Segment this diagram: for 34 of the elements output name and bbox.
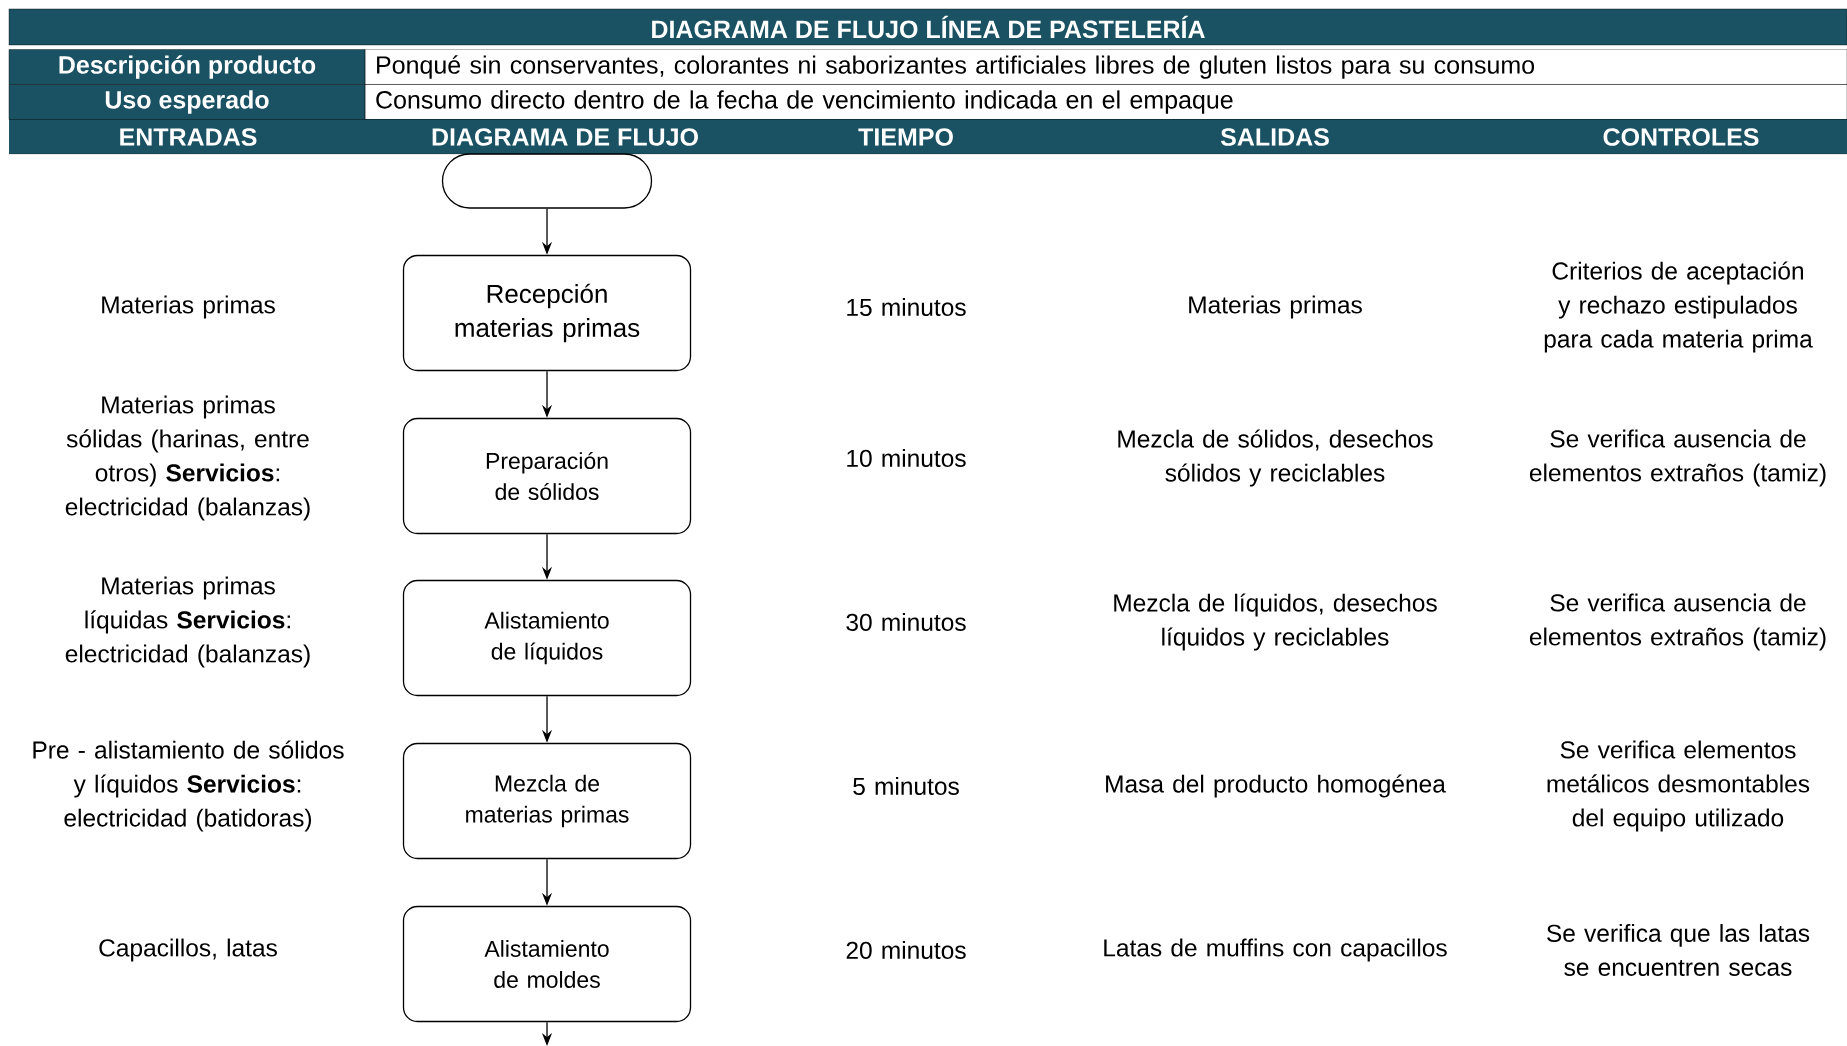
process-box: Preparación de sólidos xyxy=(402,417,692,535)
row-header: Descripción producto xyxy=(8,49,366,85)
column-header: TIEMPO xyxy=(858,128,953,146)
input-text: Materias primas xyxy=(102,295,275,319)
output-text: Mezcla de líquidos, desechos líquidos y reciclables xyxy=(1114,593,1437,651)
column-header: ENTRADAS xyxy=(120,128,257,146)
control-text: Criterios de aceptación y rechazo estipulados para cada materia prima xyxy=(1544,261,1813,353)
input-text: Materias primas sólidas (harinas, entre otros) Servicios: electricidad (balanzas) xyxy=(65,395,310,521)
title-bar: DIAGRAMA DE FLUJO LÍNEA DE PASTELERÍA xyxy=(8,8,1847,46)
output-text: Mezcla de sólidos, desechos sólidos y reciclables xyxy=(1118,429,1433,487)
time-text: 10 minutos xyxy=(847,449,966,467)
process-box: Alistamiento de líquidos xyxy=(402,579,692,697)
input-text: Materias primas líquidas Servicios: electricidad (balanzas) xyxy=(65,576,310,668)
time-text: 20 minutos xyxy=(846,941,966,959)
output-text: Masa del producto homogénea xyxy=(1106,774,1446,798)
input-text: Capacillos, latas xyxy=(99,938,277,962)
time-text: 15 minutos xyxy=(847,298,966,316)
table-cell: Consumo directo dentro de la fecha de vencimiento indicada en el empaque xyxy=(364,84,1847,120)
control-text: Se verifica que las latas se encuentren secas xyxy=(1547,924,1810,976)
column-header: CONTROLES xyxy=(1603,128,1759,146)
row-header: Uso esperado xyxy=(8,84,366,120)
table-cell: Ponqué sin conservantes, colorantes ni saborizantes artificiales libres de gluten listos para su consumo xyxy=(364,49,1847,85)
control-text: Se verifica ausencia de elementos extraños (tamiz) xyxy=(1529,593,1826,651)
time-text: 5 minutos xyxy=(853,777,959,795)
process-box: Mezcla de materias primas xyxy=(402,742,692,860)
time-text: 30 minutos xyxy=(846,613,966,631)
process-box: Alistamiento de moldes xyxy=(402,905,692,1023)
control-text: Se verifica elementos metálicos desmontables del equipo utilizado xyxy=(1547,740,1810,832)
output-text: Materias primas xyxy=(1189,295,1362,319)
process-box: Recepción materias primas xyxy=(402,254,692,372)
output-text: Latas de muffins con capacillos xyxy=(1104,938,1447,962)
control-text: Se verifica ausencia de elementos extraños (tamiz) xyxy=(1529,429,1826,487)
column-header: SALIDAS xyxy=(1220,128,1329,146)
input-text: Pre - alistamiento de sólidos y líquidos Servicios: electricidad (batidoras) xyxy=(33,740,344,832)
